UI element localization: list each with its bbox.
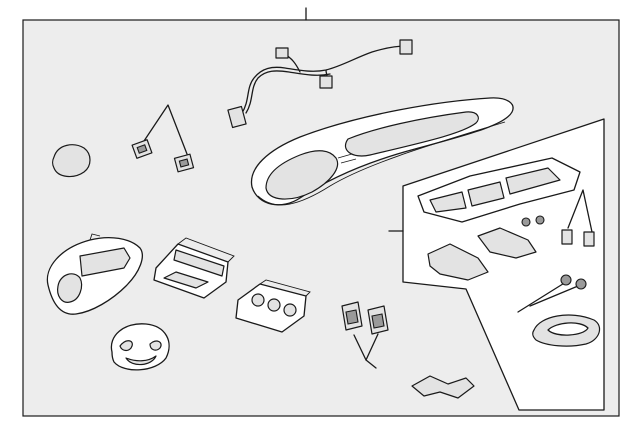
wiring-harness-icon (227, 39, 413, 129)
bulb-icon (131, 104, 195, 173)
bezel-icon (46, 233, 143, 315)
overhead-console-icon (250, 97, 514, 206)
lamp-lens-icon (51, 144, 91, 178)
socket-icon (517, 274, 587, 313)
lamp-lens-icon (532, 314, 601, 347)
bracket-icon (411, 375, 475, 399)
socket-icon (341, 301, 389, 369)
bulb-icon (561, 189, 595, 247)
switch-icon (235, 279, 311, 333)
lamp-lens-icon (110, 323, 170, 371)
bezel-icon (153, 237, 235, 299)
lamp-lens-icon (427, 215, 545, 281)
overhead-console-icon (417, 157, 581, 223)
